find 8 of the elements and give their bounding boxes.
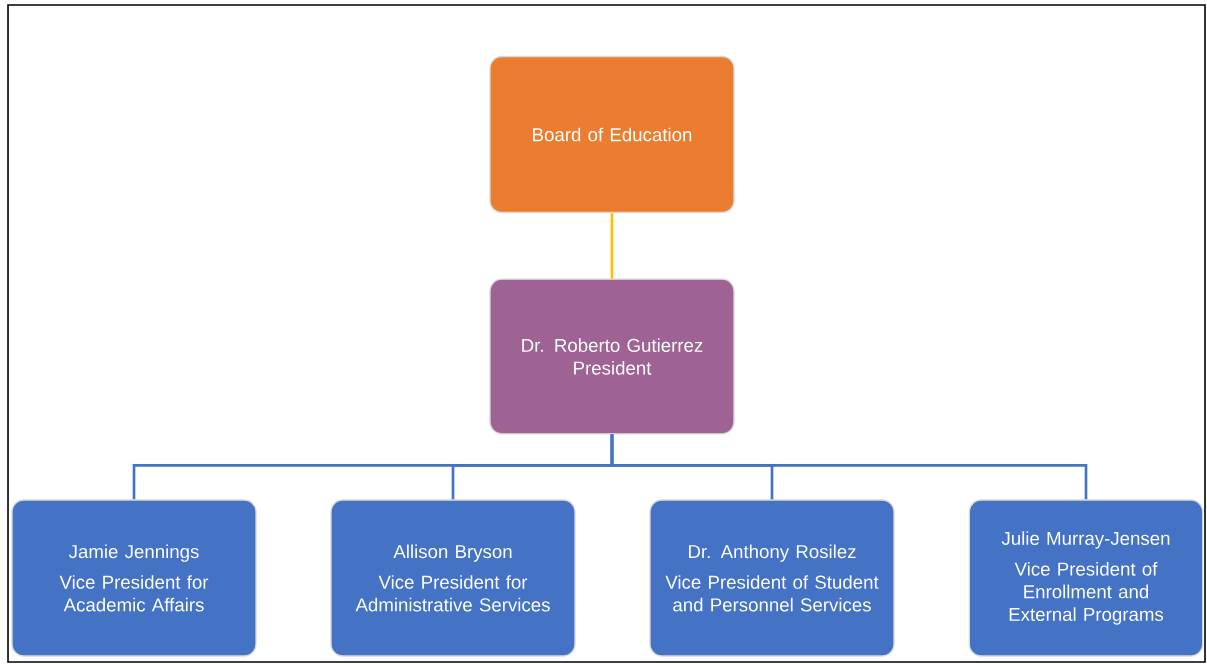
- org-box: Board of Education: [489, 55, 735, 214]
- org-box: Julie Murray-Jensen Vice President of Enrollment and External Programs: [968, 499, 1204, 657]
- org-box: Dr. Roberto Gutierrez President: [489, 278, 735, 435]
- connector-line: [610, 213, 614, 279]
- connector-line: [610, 434, 1088, 500]
- org-box: Dr. Anthony Rosilez Vice President of Student and Personnel Services: [649, 499, 895, 657]
- org-box: Jamie Jennings Vice President for Academic Affairs: [11, 499, 257, 657]
- org-box: Allison Bryson Vice President for Administrative Services: [330, 499, 576, 657]
